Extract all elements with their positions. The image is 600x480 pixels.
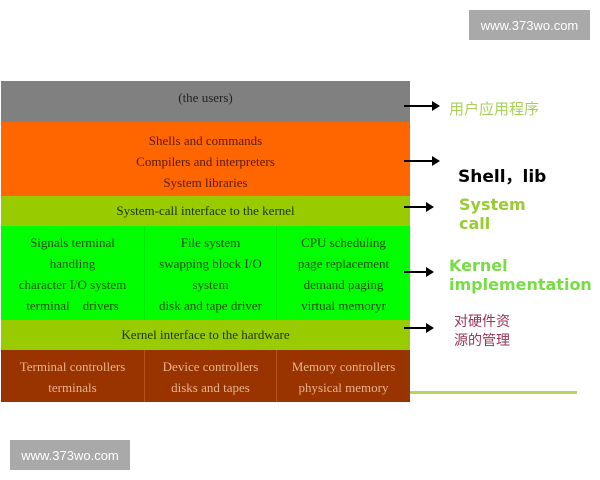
annotation-kernel: Kernel implementation bbox=[449, 256, 592, 294]
arrow-icon bbox=[404, 202, 434, 212]
users-label: (the users) bbox=[178, 90, 233, 105]
shells-line: System libraries bbox=[163, 175, 248, 190]
annotation-text: 对硬件资 bbox=[454, 314, 510, 330]
annotation-shell: Shell，lib bbox=[458, 167, 547, 187]
annotation-syscall: System call bbox=[459, 195, 526, 233]
watermark-bottom: www.373wo.com bbox=[10, 440, 130, 470]
watermark-top: www.373wo.com bbox=[469, 10, 590, 40]
kernel-text: character I/O system bbox=[18, 277, 127, 292]
hw-text: terminals bbox=[48, 380, 97, 395]
kernel-text: terminal drivers bbox=[26, 298, 119, 313]
kernel-col-cpu: CPU scheduling page replacement demand p… bbox=[277, 226, 410, 320]
arrow-icon bbox=[404, 267, 434, 277]
hw-text: disks and tapes bbox=[171, 380, 250, 395]
kernel-text: File system bbox=[180, 235, 241, 250]
hw-col-memory: Memory controllers physical memory bbox=[277, 350, 410, 402]
decorative-divider bbox=[410, 391, 577, 394]
kernel-col-signals: Signals terminal handling character I/O … bbox=[1, 226, 145, 320]
kernel-text: Signals terminal bbox=[30, 235, 115, 250]
syscall-label: System-call interface to the kernel bbox=[116, 203, 295, 218]
arrow-icon bbox=[404, 323, 434, 333]
layer-kernel: Signals terminal handling character I/O … bbox=[1, 226, 410, 320]
annotation-users: 用户应用程序 bbox=[449, 100, 540, 118]
annotation-text: implementation bbox=[449, 275, 592, 294]
hw-text: Memory controllers bbox=[291, 359, 396, 374]
kernel-col-filesystem: File system swapping block I/O system di… bbox=[145, 226, 277, 320]
layer-hardware: Terminal controllers terminals Device co… bbox=[1, 350, 410, 402]
kernel-hw-label: Kernel interface to the hardware bbox=[121, 327, 290, 342]
kernel-text: swapping block I/O bbox=[159, 256, 262, 271]
arrow-icon bbox=[404, 156, 440, 166]
arrow-icon bbox=[404, 101, 440, 111]
annotation-text: 源的管理 bbox=[454, 333, 510, 349]
kernel-text: system bbox=[192, 277, 229, 292]
layer-syscall-interface: System-call interface to the kernel bbox=[1, 196, 410, 226]
annotation-hardware: 对硬件资 源的管理 bbox=[454, 313, 510, 351]
kernel-text: page replacement bbox=[297, 256, 390, 271]
kernel-text: handling bbox=[49, 256, 96, 271]
annotation-text: call bbox=[459, 214, 491, 233]
layer-users: (the users) bbox=[1, 81, 410, 122]
layer-shells: Shells and commands Compilers and interp… bbox=[1, 122, 410, 196]
kernel-text: virtual memoryr bbox=[301, 298, 386, 313]
shells-line: Compilers and interpreters bbox=[136, 154, 275, 169]
kernel-text: demand paging bbox=[303, 277, 384, 292]
hw-col-device: Device controllers disks and tapes bbox=[145, 350, 277, 402]
shells-line: Shells and commands bbox=[148, 133, 263, 148]
layer-kernel-hardware-interface: Kernel interface to the hardware bbox=[1, 320, 410, 350]
hw-text: physical memory bbox=[298, 380, 389, 395]
annotation-text: System bbox=[459, 195, 526, 214]
os-layer-diagram: (the users) Shells and commands Compiler… bbox=[1, 81, 410, 402]
hw-text: Device controllers bbox=[162, 359, 259, 374]
kernel-text: CPU scheduling bbox=[301, 235, 386, 250]
hw-col-terminal: Terminal controllers terminals bbox=[1, 350, 145, 402]
kernel-text: disk and tape driver bbox=[159, 298, 262, 313]
hw-text: Terminal controllers bbox=[19, 359, 126, 374]
annotation-text: Kernel bbox=[449, 256, 508, 275]
